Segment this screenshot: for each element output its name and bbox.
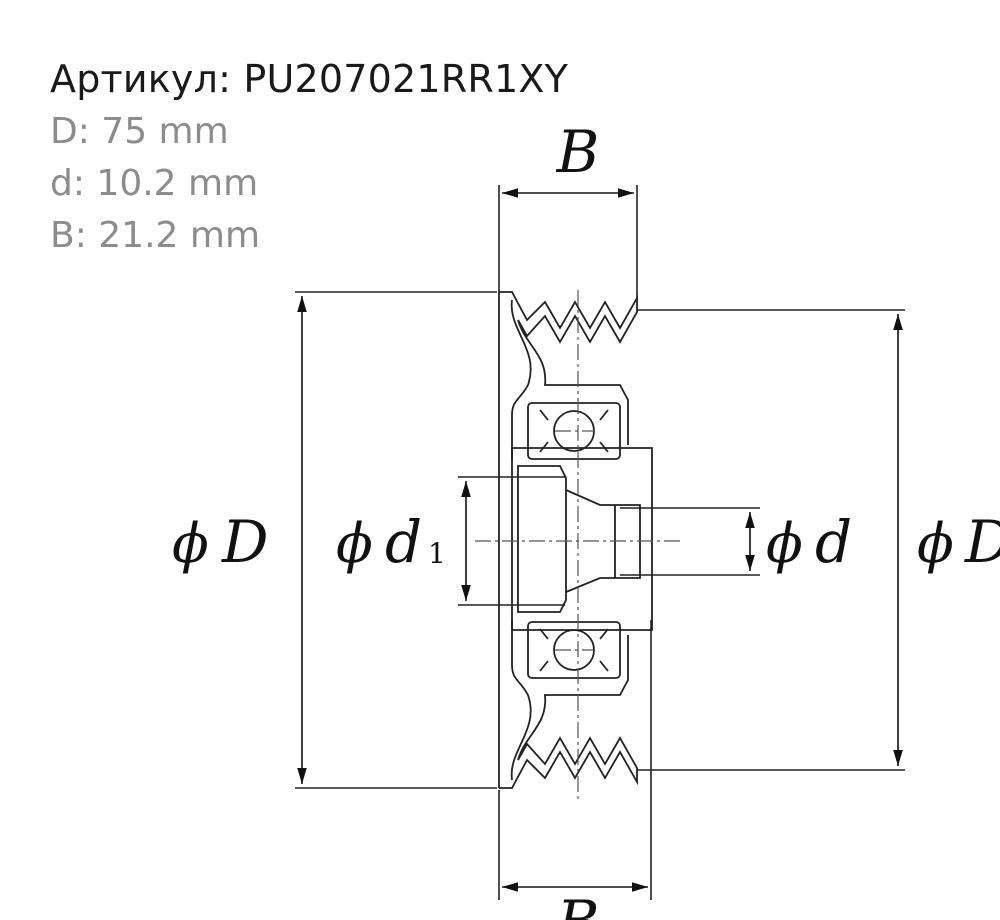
width-spec: B: 21.2 mm [50, 215, 261, 256]
outer-diameter-dimension-left: ϕ D [172, 291, 497, 789]
label-d1: d [385, 508, 422, 576]
label-d: d [815, 508, 852, 576]
bore-diameter-dimension: ϕ d [620, 507, 852, 576]
lower-bearing [527, 621, 621, 679]
label-phi-D-right: ϕ [917, 512, 954, 575]
label-D-left: D [221, 508, 269, 576]
width-dimension-bottom: B [498, 620, 652, 920]
bottom-groove-profile [499, 736, 638, 789]
label-B-top: B [556, 118, 600, 186]
centerlines [475, 290, 680, 800]
label-phi-d1: ϕ [336, 512, 373, 575]
flange-diameter-dimension: ϕ d 1 [336, 476, 565, 606]
label-D-right: D [964, 508, 1000, 576]
label-phi-d: ϕ [766, 512, 803, 575]
label-B-bottom: B [556, 888, 600, 920]
hub [511, 447, 653, 631]
inner-diameter-spec: d: 10.2 mm [50, 163, 259, 204]
upper-bearing [527, 402, 621, 460]
label-phi-D-left: ϕ [172, 512, 209, 575]
specs-block: Артикул: PU207021RR1XY D: 75 mm d: 10.2 … [50, 52, 568, 262]
label-d1-subscript: 1 [428, 537, 446, 570]
outer-diameter-dimension-right: ϕ D [637, 309, 1000, 771]
top-groove-profile [499, 291, 638, 344]
pulley-body [498, 291, 653, 789]
width-dimension-top: B [498, 118, 638, 300]
article-number: Артикул: PU207021RR1XY [50, 57, 568, 101]
outer-diameter-spec: D: 75 mm [50, 111, 229, 152]
